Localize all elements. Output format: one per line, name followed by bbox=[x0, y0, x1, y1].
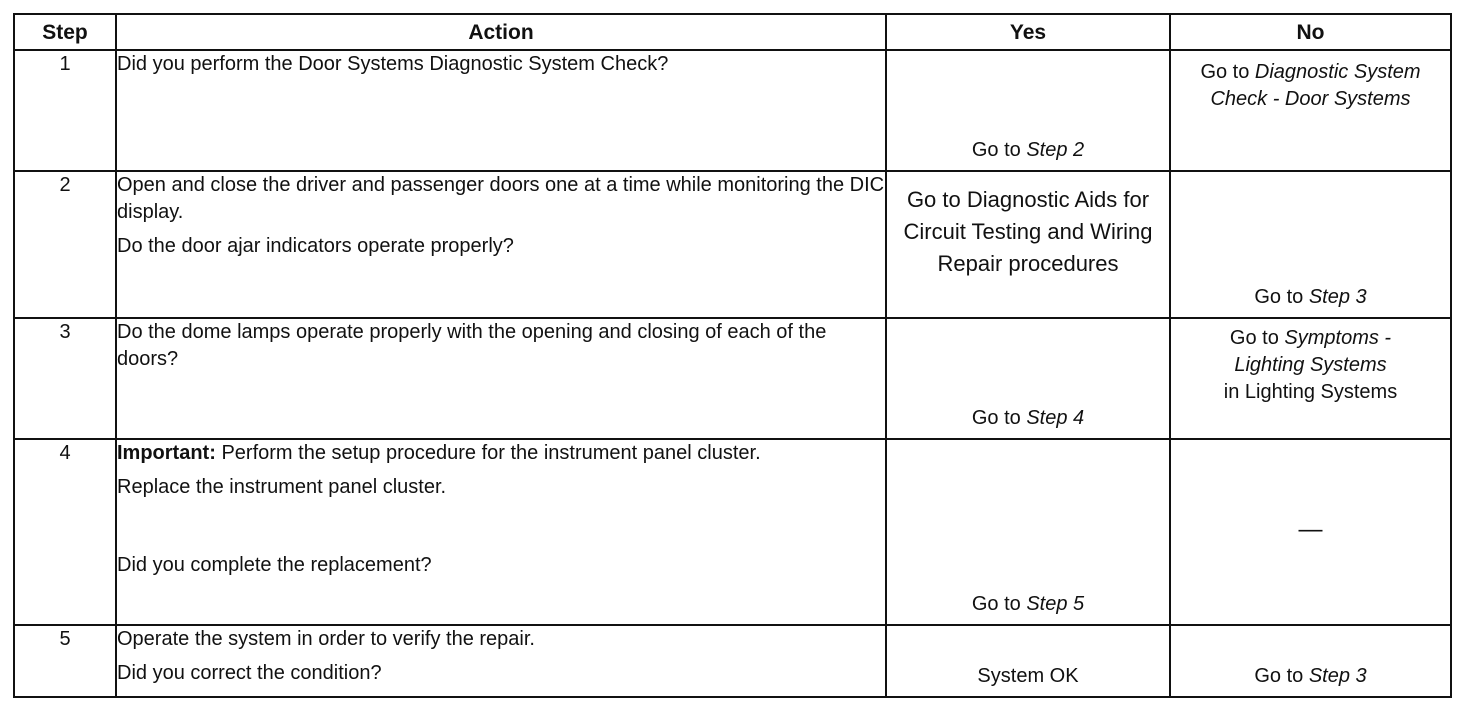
action-important: Important: Perform the setup procedure f… bbox=[117, 440, 885, 467]
action-question: Did you complete the replacement? bbox=[117, 554, 432, 576]
table-header-row: Step Action Yes No bbox=[13, 13, 1452, 51]
yes-cell: Go to Step 2 bbox=[885, 49, 1171, 172]
no-prefix: Go to bbox=[1229, 327, 1285, 349]
yes-prefix: Go to bbox=[971, 407, 1027, 429]
action-question: Do the door ajar indicators operate prop… bbox=[117, 235, 514, 257]
header-yes: Yes bbox=[885, 13, 1171, 51]
step-number: 5 bbox=[13, 624, 117, 698]
table-row: 1 Did you perform the Door Systems Diagn… bbox=[13, 49, 1452, 172]
action-text: Open and close the driver and passenger … bbox=[117, 174, 885, 223]
no-dash: — bbox=[1298, 515, 1323, 543]
no-cell: — bbox=[1169, 438, 1452, 626]
no-suffix: in Lighting Systems bbox=[1223, 381, 1398, 403]
yes-step-link: Step 5 bbox=[1026, 593, 1085, 615]
yes-prefix: Go to bbox=[971, 139, 1027, 161]
yes-cell: Go to Diagnostic Aids for Circuit Testin… bbox=[885, 170, 1171, 319]
action-question: Did you correct the condition? bbox=[117, 662, 382, 684]
step-number: 3 bbox=[13, 317, 117, 440]
yes-text: Go to Diagnostic Aids for Circuit Testin… bbox=[903, 187, 1153, 276]
action-text: Did you perform the Door Systems Diagnos… bbox=[117, 53, 669, 75]
no-prefix: Go to bbox=[1254, 665, 1309, 687]
important-label: Important: bbox=[117, 442, 216, 464]
table-row: 4 Important: Perform the setup procedure… bbox=[13, 438, 1452, 626]
no-prefix: Go to bbox=[1200, 61, 1255, 83]
action-cell: Important: Perform the setup procedure f… bbox=[115, 438, 887, 626]
action-text: Do the dome lamps operate properly with … bbox=[117, 321, 827, 370]
table-row: 3 Do the dome lamps operate properly wit… bbox=[13, 317, 1452, 440]
yes-step-link: Step 2 bbox=[1026, 139, 1085, 161]
no-cell: Go to Step 3 bbox=[1169, 170, 1452, 319]
action-cell: Open and close the driver and passenger … bbox=[115, 170, 887, 319]
diagnostic-table: Step Action Yes No 1 Did you perform the… bbox=[13, 13, 1452, 698]
no-step-link: Step 3 bbox=[1308, 286, 1367, 308]
header-step: Step bbox=[13, 13, 117, 51]
no-reference: Symptoms - Lighting Systems bbox=[1234, 327, 1392, 376]
action-cell: Do the dome lamps operate properly with … bbox=[115, 317, 887, 440]
table-row: 2 Open and close the driver and passenge… bbox=[13, 170, 1452, 319]
step-number: 4 bbox=[13, 438, 117, 626]
header-no: No bbox=[1169, 13, 1452, 51]
header-action: Action bbox=[115, 13, 887, 51]
yes-text: System OK bbox=[977, 665, 1079, 687]
no-cell: Go to Symptoms - Lighting Systems in Ligh… bbox=[1169, 317, 1452, 440]
yes-prefix: Go to bbox=[971, 593, 1027, 615]
step-number: 1 bbox=[13, 49, 117, 172]
yes-cell: Go to Step 4 bbox=[885, 317, 1171, 440]
no-prefix: Go to bbox=[1254, 286, 1309, 308]
yes-cell: Go to Step 5 bbox=[885, 438, 1171, 626]
action-text: Perform the setup procedure for the inst… bbox=[221, 442, 761, 464]
no-step-link: Step 3 bbox=[1308, 665, 1367, 687]
yes-cell: System OK bbox=[885, 624, 1171, 698]
table-row: 5 Operate the system in order to verify … bbox=[13, 624, 1452, 698]
action-cell: Did you perform the Door Systems Diagnos… bbox=[115, 49, 887, 172]
step-number: 2 bbox=[13, 170, 117, 319]
yes-step-link: Step 4 bbox=[1026, 407, 1085, 429]
action-cell: Operate the system in order to verify th… bbox=[115, 624, 887, 698]
no-cell: Go to Step 3 bbox=[1169, 624, 1452, 698]
action-text: Operate the system in order to verify th… bbox=[117, 628, 535, 650]
no-reference: Diagnostic System Check - Door Systems bbox=[1210, 61, 1421, 110]
no-cell: Go to Diagnostic System Check - Door Sys… bbox=[1169, 49, 1452, 172]
action-text: Replace the instrument panel cluster. bbox=[117, 476, 447, 498]
